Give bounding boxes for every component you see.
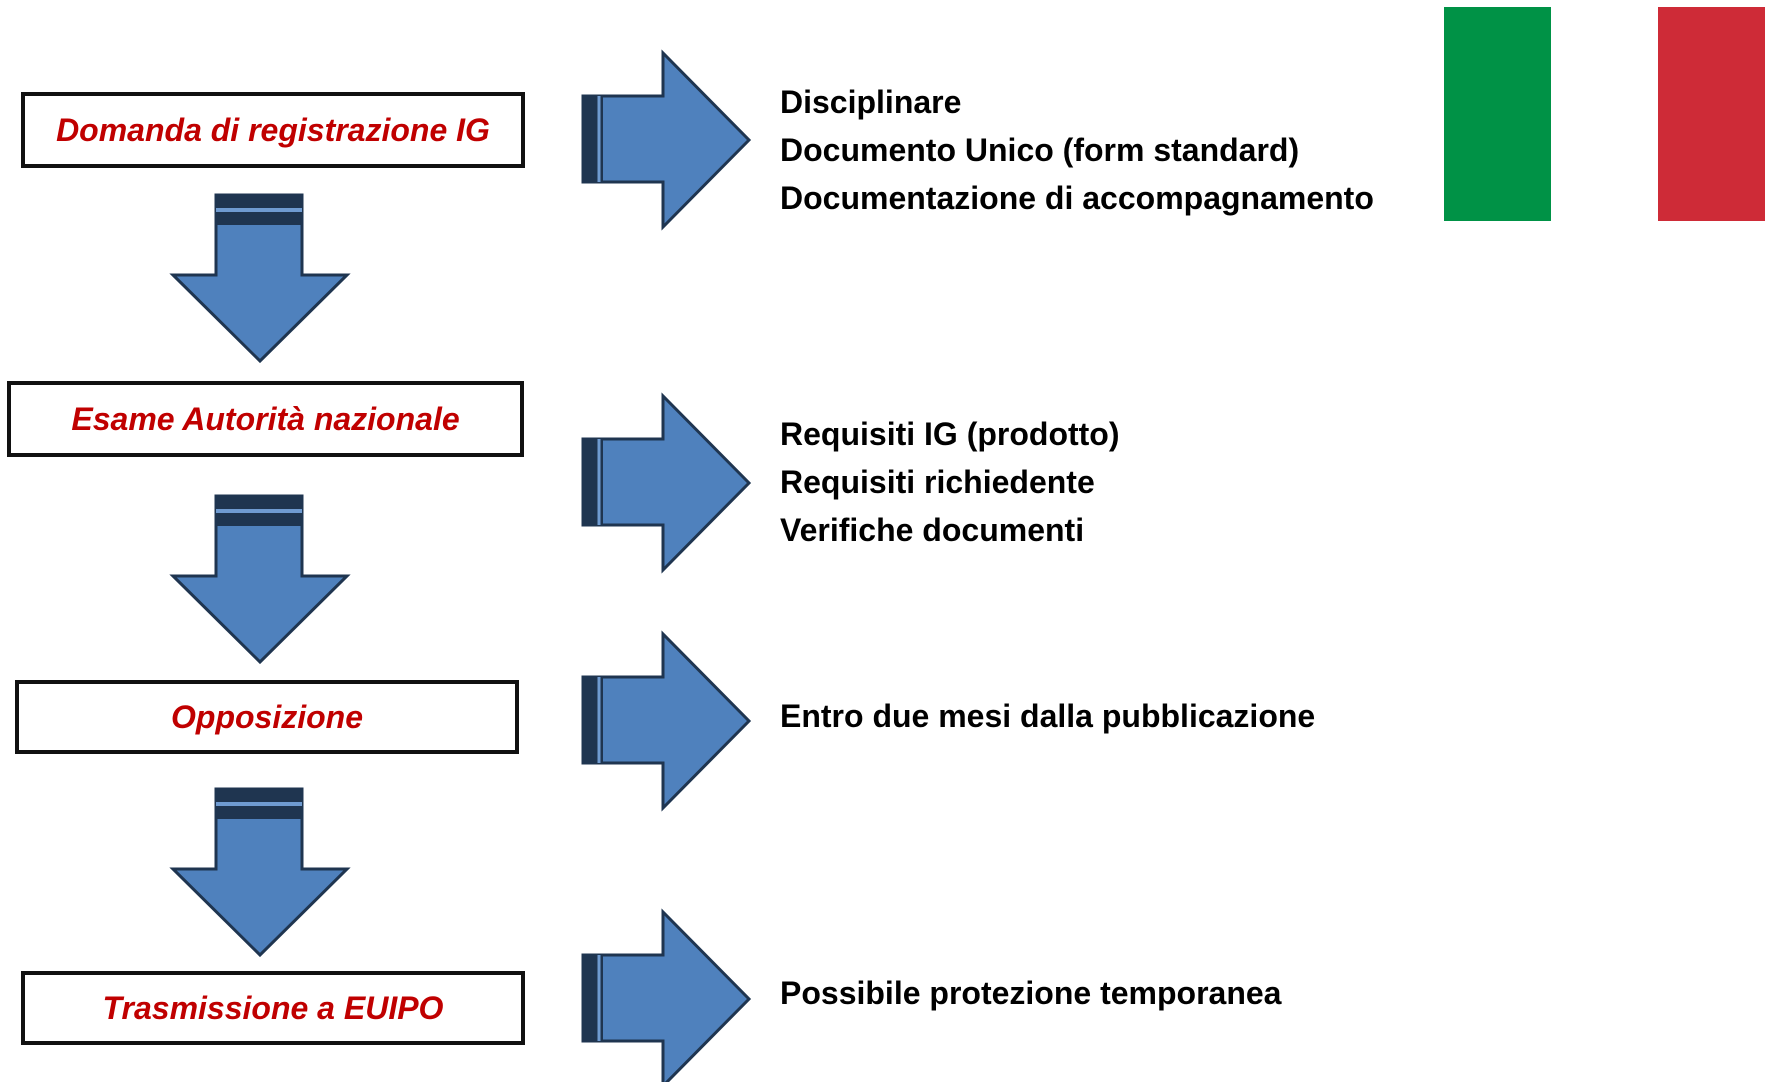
down-arrow-icon: [171, 193, 349, 363]
step-label: Trasmissione a EUIPO: [102, 989, 444, 1026]
step-label: Domanda di registrazione IG: [56, 111, 490, 148]
right-arrow-icon: [581, 51, 751, 229]
step-box-domanda: Domanda di registrazione IG: [21, 92, 525, 168]
right-arrow-icon: [581, 394, 751, 572]
right-arrow-icon: [581, 910, 751, 1082]
details-trasmissione: Possibile protezione temporanea: [780, 969, 1281, 1017]
detail-item: Verifiche documenti: [780, 512, 1085, 548]
step-box-esame: Esame Autorità nazionale: [7, 381, 524, 457]
step-label: Esame Autorità nazionale: [71, 400, 460, 437]
step-box-opposizione: Opposizione: [15, 680, 519, 754]
down-arrow-icon: [171, 494, 349, 664]
down-arrow-icon: [171, 787, 349, 957]
right-arrow-icon: [581, 632, 751, 810]
detail-item: Documentazione di accompagnamento: [780, 180, 1374, 216]
detail-item: Disciplinare: [780, 84, 962, 120]
flag-red-band: [1658, 7, 1765, 221]
detail-item: Possibile protezione temporanea: [780, 975, 1282, 1011]
flag-green-band: [1444, 7, 1551, 221]
step-box-trasmissione: Trasmissione a EUIPO: [21, 971, 525, 1045]
detail-item: Requisiti IG (prodotto): [780, 416, 1120, 452]
details-domanda: Disciplinare Documento Unico (form stand…: [780, 78, 1374, 222]
flag-white-band: [1551, 7, 1658, 221]
step-label: Opposizione: [171, 698, 363, 735]
detail-item: Documento Unico (form standard): [780, 132, 1300, 168]
details-opposizione: Entro due mesi dalla pubblicazione: [780, 692, 1315, 740]
details-esame: Requisiti IG (prodotto) Requisiti richie…: [780, 410, 1120, 554]
detail-item: Requisiti richiedente: [780, 464, 1095, 500]
detail-item: Entro due mesi dalla pubblicazione: [780, 698, 1316, 734]
